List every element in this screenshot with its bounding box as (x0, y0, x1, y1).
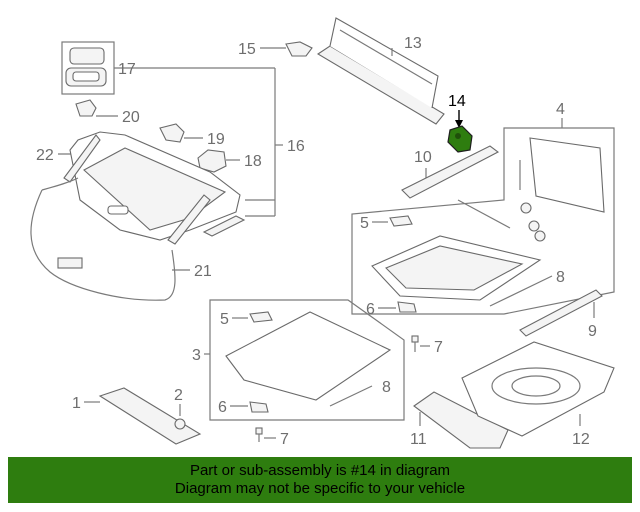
part-17-parts[interactable] (61, 41, 115, 95)
callout-6-lower[interactable]: 6 (218, 399, 227, 416)
part-14-highlighted-bracket[interactable] (447, 125, 473, 153)
callout-20[interactable]: 20 (122, 109, 140, 126)
part-12-spare-tire-well[interactable] (461, 341, 615, 437)
callout-21[interactable]: 21 (194, 263, 212, 280)
part-15-end-cap[interactable] (285, 41, 313, 57)
part-7-bolt-upper[interactable] (411, 335, 419, 352)
part-10-sill-plate[interactable] (401, 145, 500, 199)
footer-line-2: Diagram may not be specific to your vehi… (174, 480, 466, 497)
exploded-parts-diagram: 17 16 20 19 18 22 21 (30, 17, 615, 449)
callout-12[interactable]: 12 (572, 431, 590, 448)
callout-14[interactable]: 14 (448, 93, 466, 110)
callout-5-lower[interactable]: 5 (220, 311, 229, 328)
part-21-22-tonneau-assembly[interactable] (30, 131, 241, 301)
callout-6-upper[interactable]: 6 (366, 301, 375, 318)
callout-7-upper[interactable]: 7 (434, 339, 443, 356)
callout-18[interactable]: 18 (244, 153, 262, 170)
footer-line-1: Part or sub-assembly is #14 in diagram (189, 462, 451, 479)
callout-17[interactable]: 17 (118, 61, 136, 78)
callout-11[interactable]: 11 (410, 431, 427, 448)
callout-15[interactable]: 15 (238, 41, 256, 58)
callout-16[interactable]: 16 (287, 138, 305, 155)
callout-22[interactable]: 22 (36, 147, 54, 164)
callout-8-lower[interactable]: 8 (382, 379, 391, 396)
callout-13[interactable]: 13 (404, 35, 422, 52)
part-4-cargo-floor-assembly[interactable] (351, 127, 615, 315)
callout-10[interactable]: 10 (414, 149, 432, 166)
part-13-cargo-cover-roller[interactable] (316, 17, 445, 125)
part-9-side-trim[interactable] (519, 289, 603, 337)
part-11-storage-tray[interactable] (413, 391, 509, 449)
footer-notice-banner: Part or sub-assembly is #14 in diagram D… (8, 457, 632, 503)
part-16-trim-strip[interactable] (202, 215, 246, 237)
part-3-cargo-floor-board[interactable] (209, 299, 405, 421)
callout-3[interactable]: 3 (192, 347, 201, 364)
callout-19[interactable]: 19 (207, 131, 225, 148)
callout-5-upper[interactable]: 5 (360, 215, 369, 232)
callout-2[interactable]: 2 (174, 387, 183, 404)
callout-9[interactable]: 9 (588, 323, 597, 340)
callout-16-bracket (145, 67, 283, 217)
part-19-bracket[interactable] (159, 123, 185, 143)
callout-1[interactable]: 1 (72, 395, 81, 412)
callout-8-upper[interactable]: 8 (556, 269, 565, 286)
part-1-scuff-plate[interactable] (98, 387, 202, 445)
part-7-bolt-lower[interactable] (255, 427, 263, 442)
callout-7-lower[interactable]: 7 (280, 431, 289, 448)
part-2-clip[interactable] (174, 418, 186, 430)
part-20-clip[interactable] (75, 99, 97, 117)
callout-4[interactable]: 4 (556, 101, 565, 118)
